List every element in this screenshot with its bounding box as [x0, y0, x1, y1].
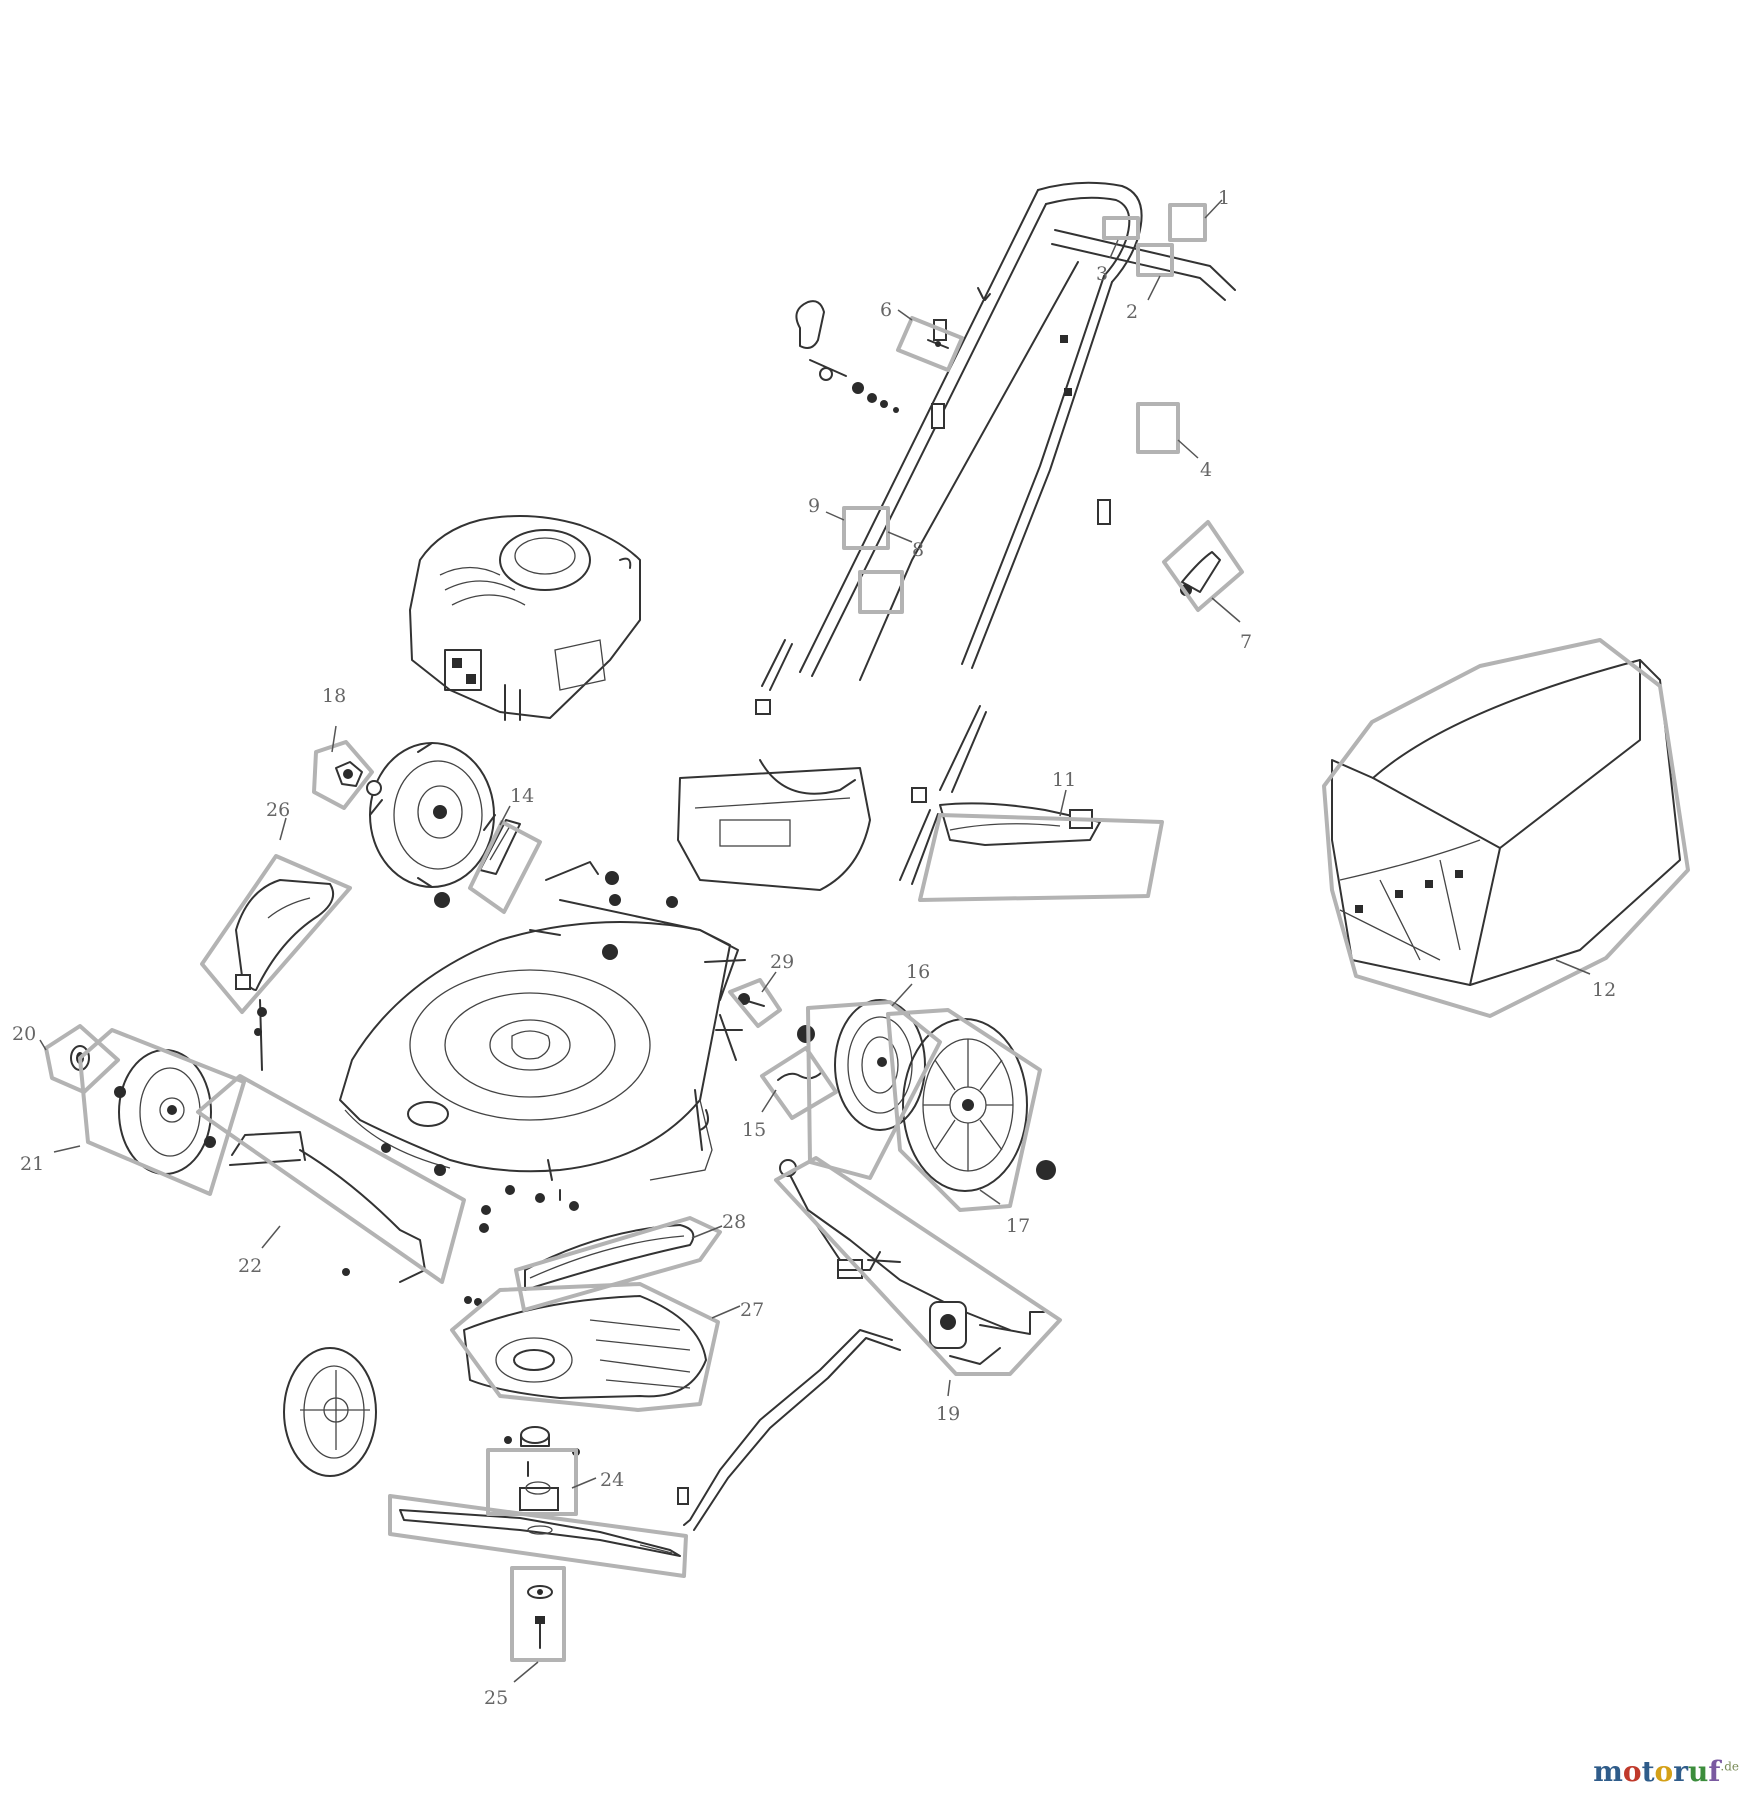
blade [399, 1509, 681, 1557]
rear-flap [677, 759, 871, 891]
callout-8: 8 [912, 539, 924, 561]
callout-16: 16 [906, 961, 930, 983]
bolt-29 [738, 993, 765, 1007]
brand-letter: u [1687, 1755, 1709, 1788]
brand-letter: m [1593, 1755, 1623, 1788]
callout-4: 4 [1200, 459, 1212, 481]
cable-clip-6 [927, 339, 949, 349]
callout-17: 17 [1006, 1215, 1030, 1237]
callout-19: 19 [936, 1403, 960, 1425]
callout-1: 1 [1218, 187, 1230, 209]
callout-28: 28 [722, 1211, 746, 1233]
brand-letter: o [1622, 1755, 1642, 1788]
drive-axle [779, 1159, 1045, 1365]
blade-bolt [527, 1585, 553, 1649]
belt-cover [463, 1295, 707, 1399]
callout-25: 25 [484, 1687, 508, 1709]
wheel-nut-right [797, 1025, 815, 1043]
brand-letter: f [1708, 1755, 1721, 1788]
callout-26: 26 [266, 799, 290, 821]
height-lever-part-14 [479, 819, 521, 875]
callout-27: 27 [740, 1299, 764, 1321]
deck-hardware [381, 959, 746, 1306]
brake-lever-parts [795, 300, 899, 413]
deck-bolts [529, 861, 619, 960]
callout-24: 24 [600, 1469, 624, 1491]
callout-frames [44, 203, 1690, 1662]
brand-letter: r [1673, 1755, 1688, 1788]
callout-21: 21 [20, 1153, 44, 1175]
loose-wheel [283, 1347, 377, 1477]
front-wheel-top [366, 742, 496, 908]
drive-belt [524, 1224, 695, 1291]
spring-15 [777, 1071, 823, 1081]
brand-letter: t [1641, 1755, 1655, 1788]
callout-3: 3 [1096, 263, 1108, 285]
height-spring [254, 999, 267, 1071]
deflector-hinge-18 [335, 761, 363, 787]
callout-2: 2 [1126, 301, 1138, 323]
side-deflector [939, 802, 1101, 846]
mower-deck [339, 894, 739, 1181]
callout-11: 11 [1052, 769, 1076, 791]
callout-6: 6 [880, 299, 892, 321]
mulch-plug [235, 879, 334, 991]
shift-rod [677, 1329, 901, 1531]
callout-20: 20 [12, 1023, 36, 1045]
grass-bag [1331, 659, 1681, 986]
callout-29: 29 [770, 951, 794, 973]
callout-22: 22 [238, 1255, 262, 1277]
brand-suffix: .de [1720, 1759, 1739, 1774]
callout-14: 14 [510, 785, 534, 807]
leader-lines [39, 199, 1591, 1683]
brand-letter: o [1654, 1755, 1674, 1788]
callout-12: 12 [1592, 979, 1616, 1001]
callout-labels: 1 2 3 4 6 7 8 9 11 12 14 15 16 17 18 19 … [12, 187, 1616, 1709]
callout-18: 18 [322, 685, 346, 707]
callout-15: 15 [742, 1119, 766, 1141]
rear-hubcap [834, 999, 926, 1131]
callout-9: 9 [808, 495, 820, 517]
blade-adapter [504, 1426, 580, 1511]
front-axle [229, 1131, 426, 1283]
callout-7: 7 [1240, 631, 1252, 653]
brand-logo: motoruf.de [1593, 1755, 1739, 1788]
handlebar-assembly [755, 181, 1236, 885]
clip-7 [1180, 551, 1221, 596]
engine [409, 515, 641, 721]
